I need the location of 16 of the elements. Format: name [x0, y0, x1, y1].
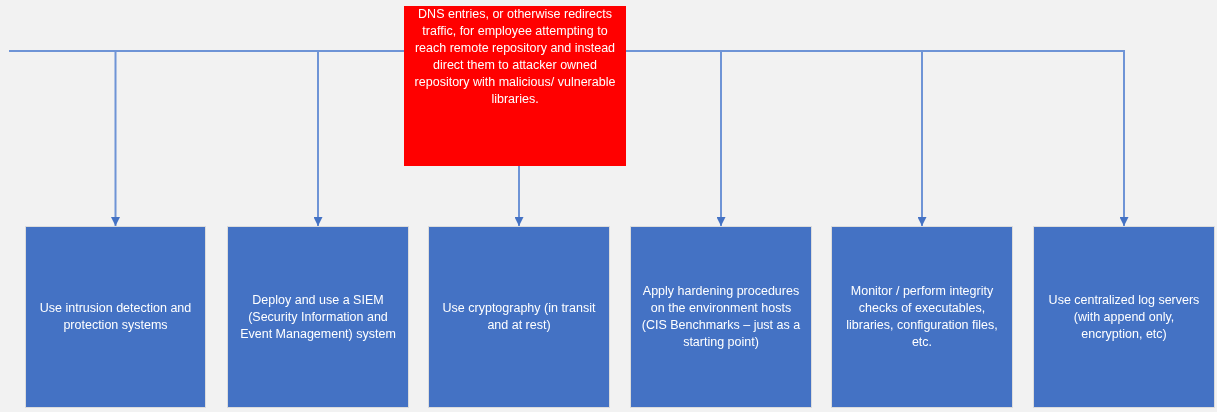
connector-arrow: [313, 50, 405, 227]
action-box: [428, 226, 610, 408]
connector-arrow: [514, 165, 524, 227]
box-text: DNS entries, or otherwise redirects traffic, for employee attempting to reach remote repository and instead direct them to attacker owned repository with malicious/ vulnerable libraries.: [413, 6, 617, 108]
action-box: [630, 226, 812, 408]
action-box: [1033, 226, 1215, 408]
action-box: [227, 226, 409, 408]
box-text: Monitor / perform integrity checks of executables, libraries, configuration files, etc.: [845, 283, 999, 351]
box-text: Use centralized log servers (with append only, encryption, etc): [1047, 291, 1201, 343]
box-text: Deploy and use a SIEM (Security Information and Event Management) system: [239, 291, 397, 343]
box-text: Use cryptography (in transit and at rest): [441, 300, 597, 334]
box-text: Apply hardening procedures on the environment hosts (CIS Benchmarks – just as a starting point): [641, 283, 801, 351]
alert-box: [404, 6, 626, 166]
action-box: [25, 226, 206, 408]
box-text: Use intrusion detection and protection systems: [38, 300, 193, 334]
action-box: [831, 226, 1013, 408]
